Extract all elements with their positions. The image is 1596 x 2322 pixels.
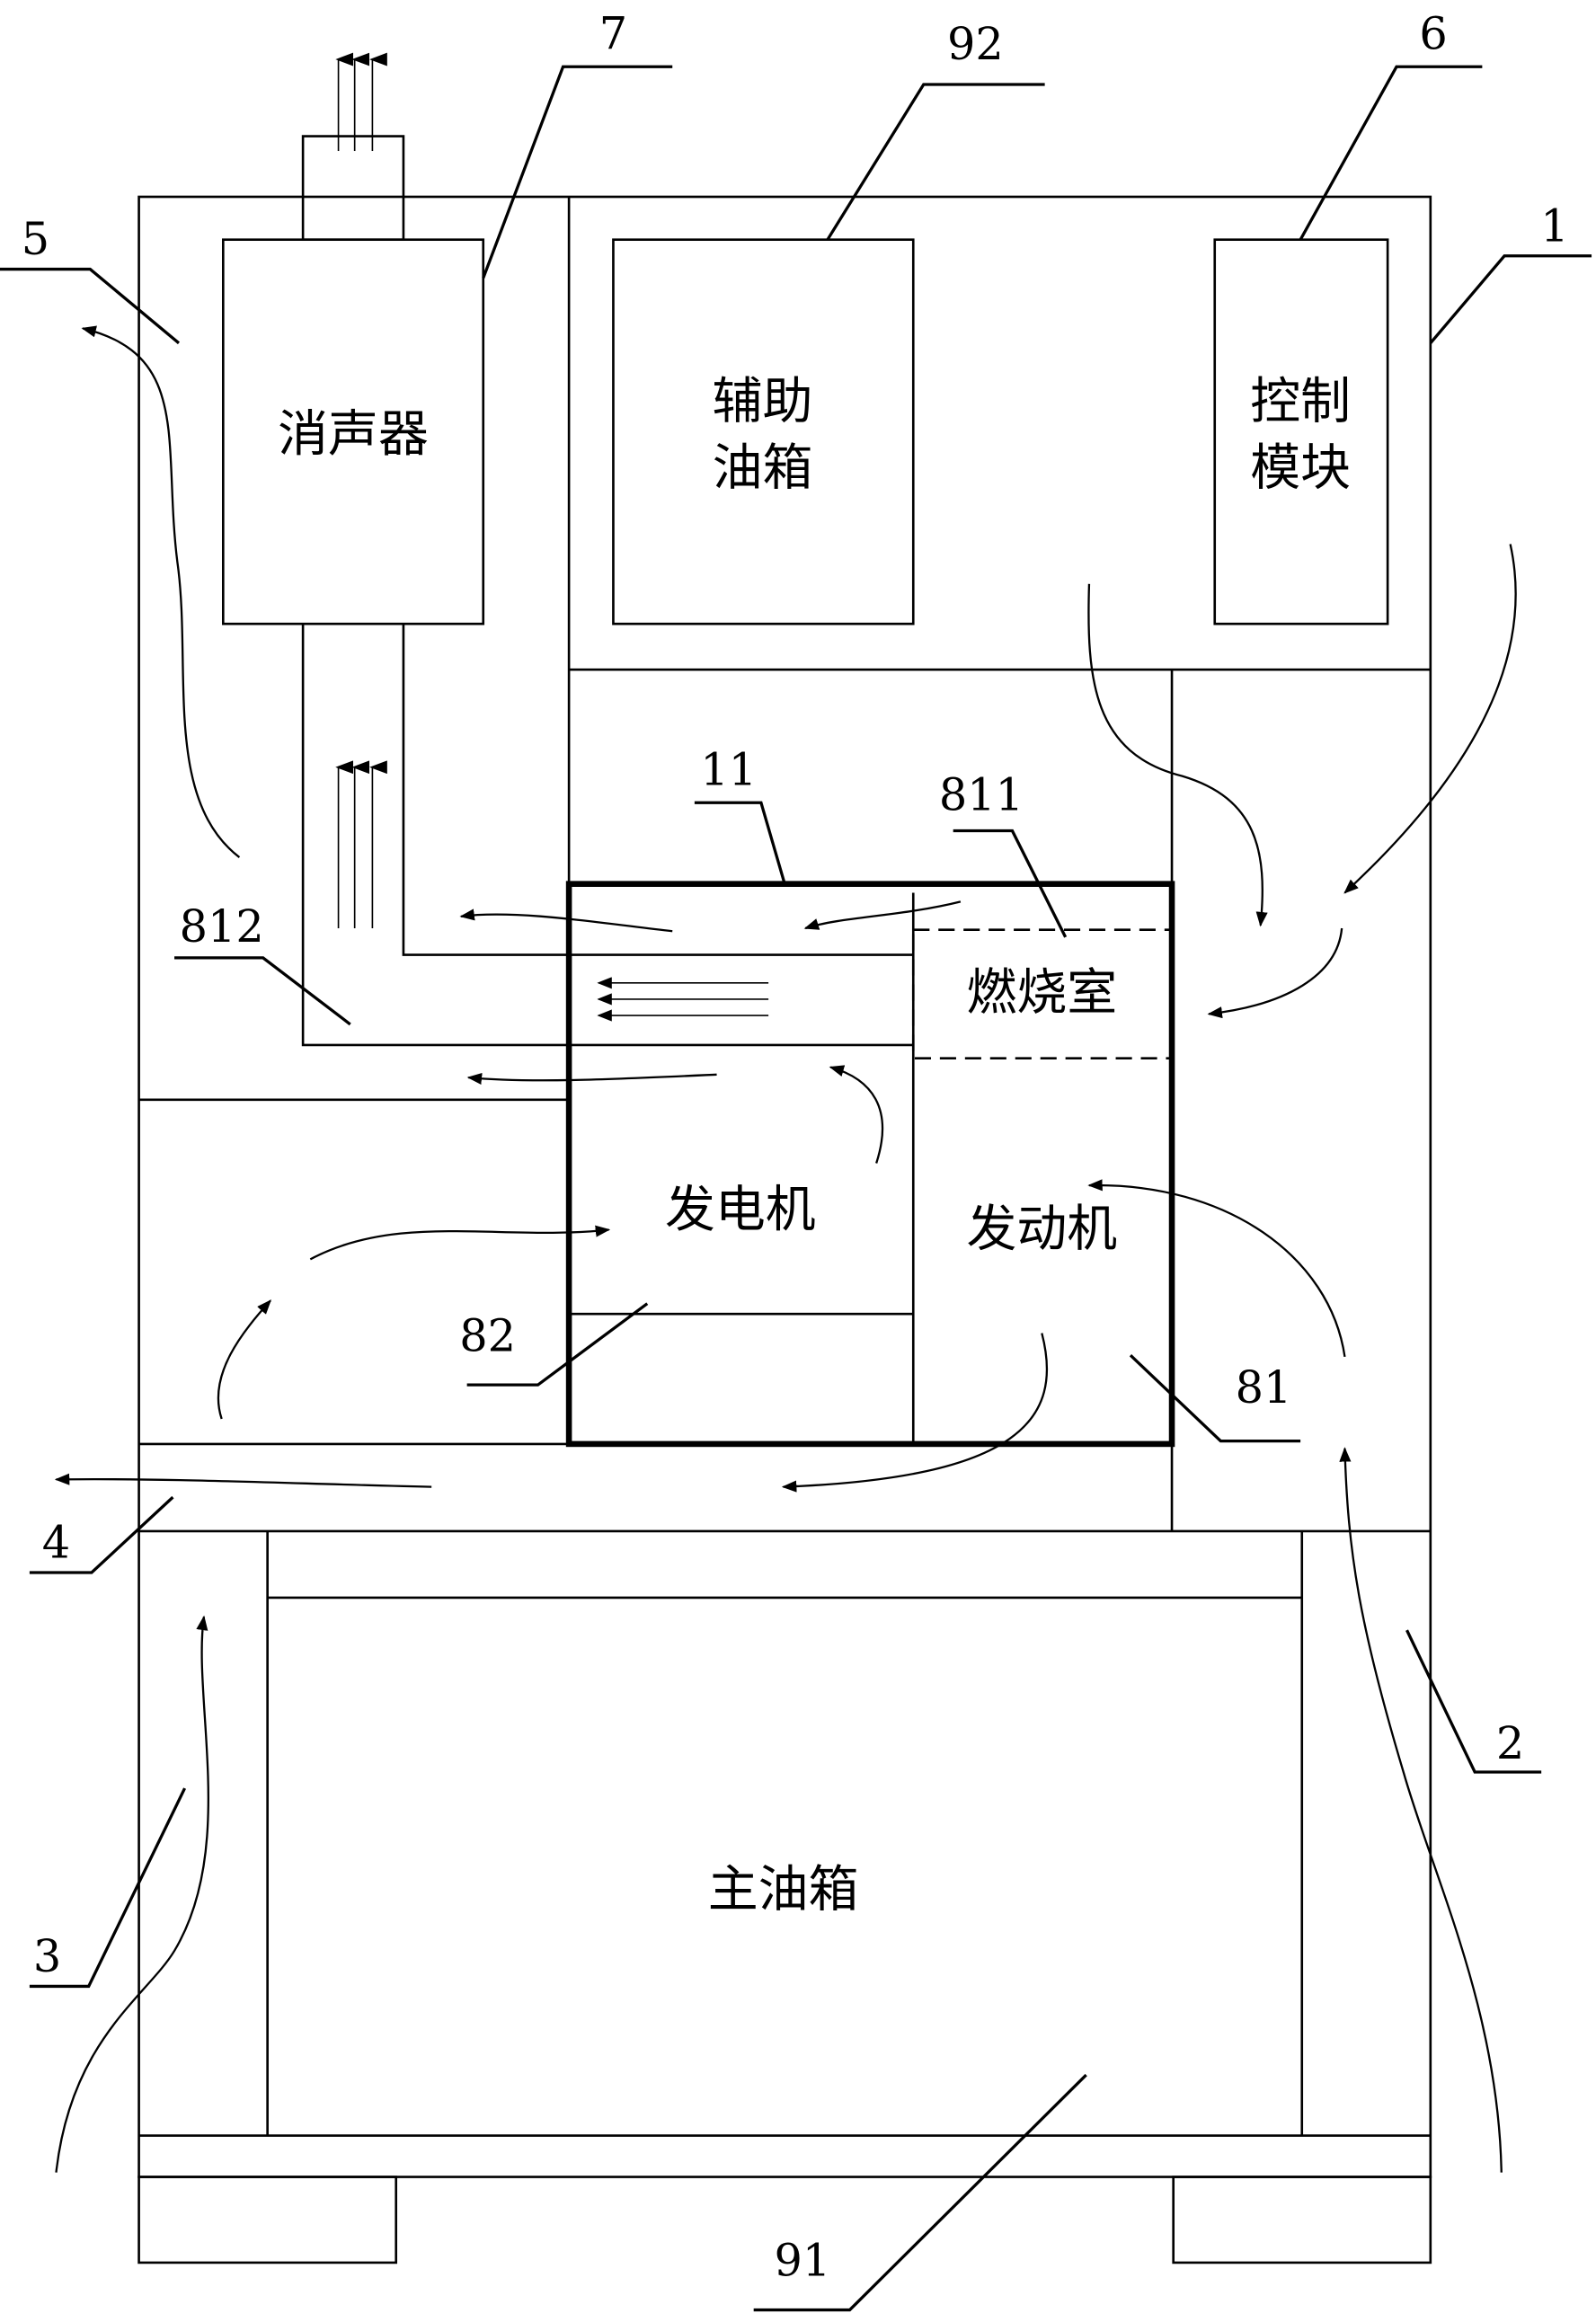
leader-line-92 (828, 84, 1045, 240)
airflow-arrow (83, 328, 239, 857)
muffler-label: 消声器 (278, 405, 429, 464)
aux-tank-box (613, 240, 913, 625)
control-module-box (1215, 240, 1388, 625)
aux-tank-label-line1: 辅助 (713, 373, 813, 431)
control-module-label-line1: 控制 (1250, 373, 1351, 431)
leader-line-11 (695, 802, 785, 883)
exhaust-pipe-inner (403, 624, 913, 954)
leader-line-1 (1431, 256, 1592, 343)
airflow-arrow (310, 1229, 608, 1259)
airflow-arrow (1089, 1185, 1344, 1357)
callout-4: 4 (42, 1517, 70, 1569)
callout-5: 5 (22, 213, 49, 265)
callout-81: 81 (1236, 1361, 1292, 1414)
airflow-arrow (218, 1300, 270, 1419)
airflow-arrow (805, 901, 961, 928)
leader-line-6 (1300, 66, 1482, 239)
leader-line-812 (174, 958, 350, 1024)
right-foot (1174, 2177, 1431, 2263)
callout-812: 812 (180, 900, 264, 953)
callout-6: 6 (1419, 8, 1447, 60)
callout-811: 811 (939, 768, 1024, 820)
airflow-arrow (468, 1075, 716, 1080)
exhaust-pipe-outer (303, 624, 913, 1045)
control-module-label-line2: 模块 (1250, 439, 1351, 498)
callout-92: 92 (947, 18, 1004, 70)
leader-line-5 (0, 270, 179, 343)
muffler-outlet (303, 137, 403, 240)
generator-label: 发电机 (665, 1181, 816, 1239)
airflow-arrow (1209, 928, 1342, 1014)
aux-tank-label-line2: 油箱 (713, 439, 813, 498)
airflow-arrow (784, 1334, 1047, 1487)
callout-82: 82 (459, 1309, 516, 1361)
left-foot (139, 2177, 396, 2263)
callout-3: 3 (33, 1930, 61, 1982)
airflow-arrow (1344, 1449, 1501, 2173)
callout-1: 1 (1540, 199, 1568, 252)
main-tank-label: 主油箱 (708, 1861, 859, 1919)
callout-7: 7 (599, 8, 627, 60)
airflow-arrow (830, 1068, 882, 1164)
leader-line-7 (483, 66, 672, 278)
airflow-arrow (1088, 584, 1262, 926)
callout-11: 11 (700, 743, 757, 795)
engine-label: 发动机 (966, 1201, 1117, 1259)
airflow-arrow (56, 1479, 431, 1486)
callout-2: 2 (1496, 1717, 1524, 1769)
combustion-chamber-label: 燃烧室 (966, 963, 1117, 1022)
callout-91: 91 (775, 2235, 831, 2287)
